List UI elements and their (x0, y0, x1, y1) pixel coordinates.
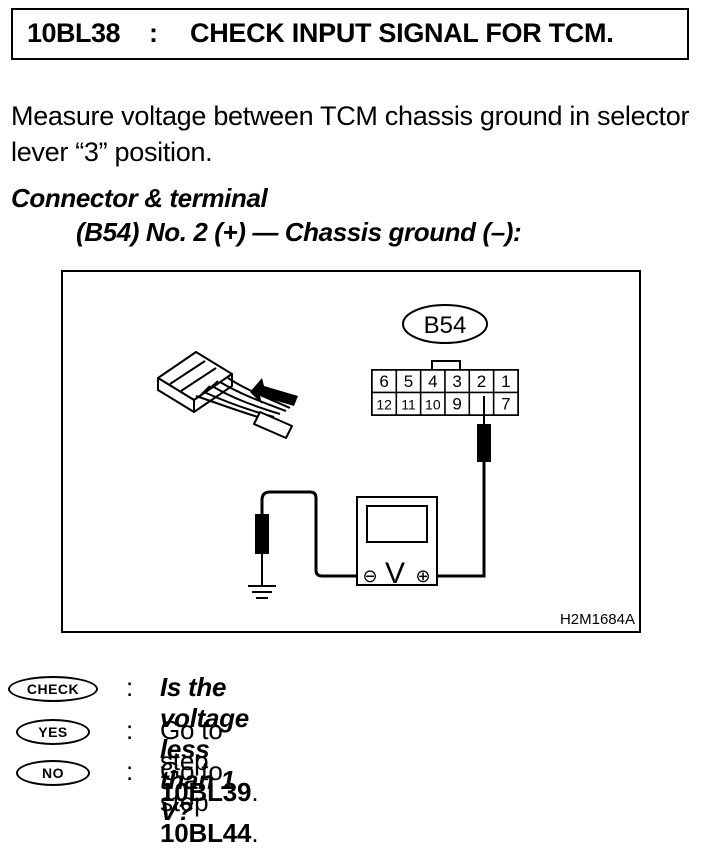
no-action-prefix: Go to step (160, 756, 223, 817)
step-code: 10BL38 (27, 18, 121, 48)
meter-display (366, 505, 428, 543)
connector-pin-cell (492, 391, 519, 416)
step-separator: : (149, 18, 158, 48)
check-badge: CHECK (8, 676, 98, 702)
connector-pin-label: 3 (452, 372, 461, 391)
yes-action-suffix: . (251, 777, 259, 807)
connector-pin-label: 2 (477, 372, 486, 391)
connector-terminal-title: Connector & terminal (11, 183, 268, 213)
no-action: Go to step 10BL44. (160, 756, 259, 849)
no-action-suffix: . (251, 818, 259, 848)
negative-probe (255, 490, 358, 586)
connector-label-oval (402, 304, 488, 344)
positive-probe (438, 396, 491, 578)
no-separator: : (126, 756, 134, 786)
connector-pin-label: 7 (501, 395, 510, 414)
check-question: Is the voltage less than 1 V? (160, 672, 249, 826)
step-header: 10BL38 : CHECK INPUT SIGNAL FOR TCM. (11, 8, 689, 60)
arrow-icon (250, 378, 298, 406)
connector-label: B54 (424, 312, 467, 339)
figure-id: H2M1684A (560, 611, 635, 628)
connector-pin-label: 5 (404, 372, 413, 391)
connector-pin-cell (468, 391, 495, 416)
yes-action-prefix: Go to step (160, 715, 223, 776)
voltmeter: V ⊖ ⊕ (356, 496, 438, 590)
no-badge: NO (16, 760, 90, 786)
connector-pin-label: 9 (452, 395, 461, 414)
meter-volt-symbol: V (385, 557, 405, 590)
no-target-step[interactable]: 10BL44 (160, 818, 252, 848)
connector-pin-label: 11 (401, 397, 416, 413)
yes-separator: : (126, 715, 134, 745)
check-separator: : (126, 672, 134, 702)
meter-plus-terminal: ⊕ (415, 566, 430, 587)
connector-latch (431, 360, 461, 371)
connector-pin-label: 10 (425, 397, 441, 413)
meter-minus-terminal: ⊖ (362, 566, 377, 587)
ground-icon (248, 585, 276, 599)
connector-terminal-spec: (B54) No. 2 (+) — Chassis ground (–): (76, 217, 522, 247)
step-title: CHECK INPUT SIGNAL FOR TCM. (190, 18, 614, 48)
harness-connector-drawing (157, 351, 293, 439)
connector-pin-label: 4 (428, 372, 437, 391)
diagram-frame (61, 270, 641, 633)
connector-pin-label: 12 (376, 397, 392, 413)
instruction-text: Measure voltage between TCM chassis grou… (11, 101, 690, 167)
connector-pin-label: 1 (501, 372, 510, 391)
connector-pin-label: 6 (379, 372, 388, 391)
yes-badge: YES (16, 719, 90, 745)
